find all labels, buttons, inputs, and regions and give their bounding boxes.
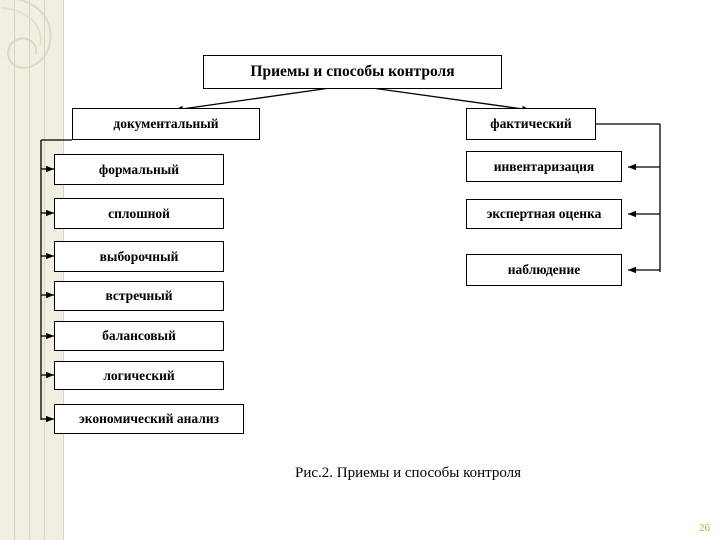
band-line-1	[14, 0, 15, 540]
figure-caption: Рис.2. Приемы и способы контроля	[295, 465, 522, 481]
node-fakticheskiy: фактический	[466, 108, 596, 140]
node-balansovyy: балансовый	[54, 321, 224, 351]
node-vyborochnyy: выборочный	[54, 241, 224, 272]
node-documentalnyy: документальный	[72, 108, 260, 140]
diagram-title-box: Приемы и способы контроля	[203, 55, 502, 89]
node-inventarizatsiya: инвентаризация	[466, 151, 622, 182]
left-decorative-band	[0, 0, 64, 540]
node-nablyudenie: наблюдение	[466, 254, 622, 286]
node-formalnyy: формальный	[54, 154, 224, 185]
node-vstrechnyy: встречный	[54, 281, 224, 311]
band-line-2	[29, 0, 30, 540]
node-logicheskiy: логический	[54, 361, 224, 390]
node-sploshnoy: сплошной	[54, 198, 224, 229]
node-ekspertnaya-otsenka: экспертная оценка	[466, 199, 622, 229]
swirl-decoration	[2, 0, 52, 69]
node-ekonomicheskiy-analiz: экономический анализ	[54, 404, 244, 434]
page-number: 26	[699, 522, 710, 534]
band-line-3	[44, 0, 45, 540]
